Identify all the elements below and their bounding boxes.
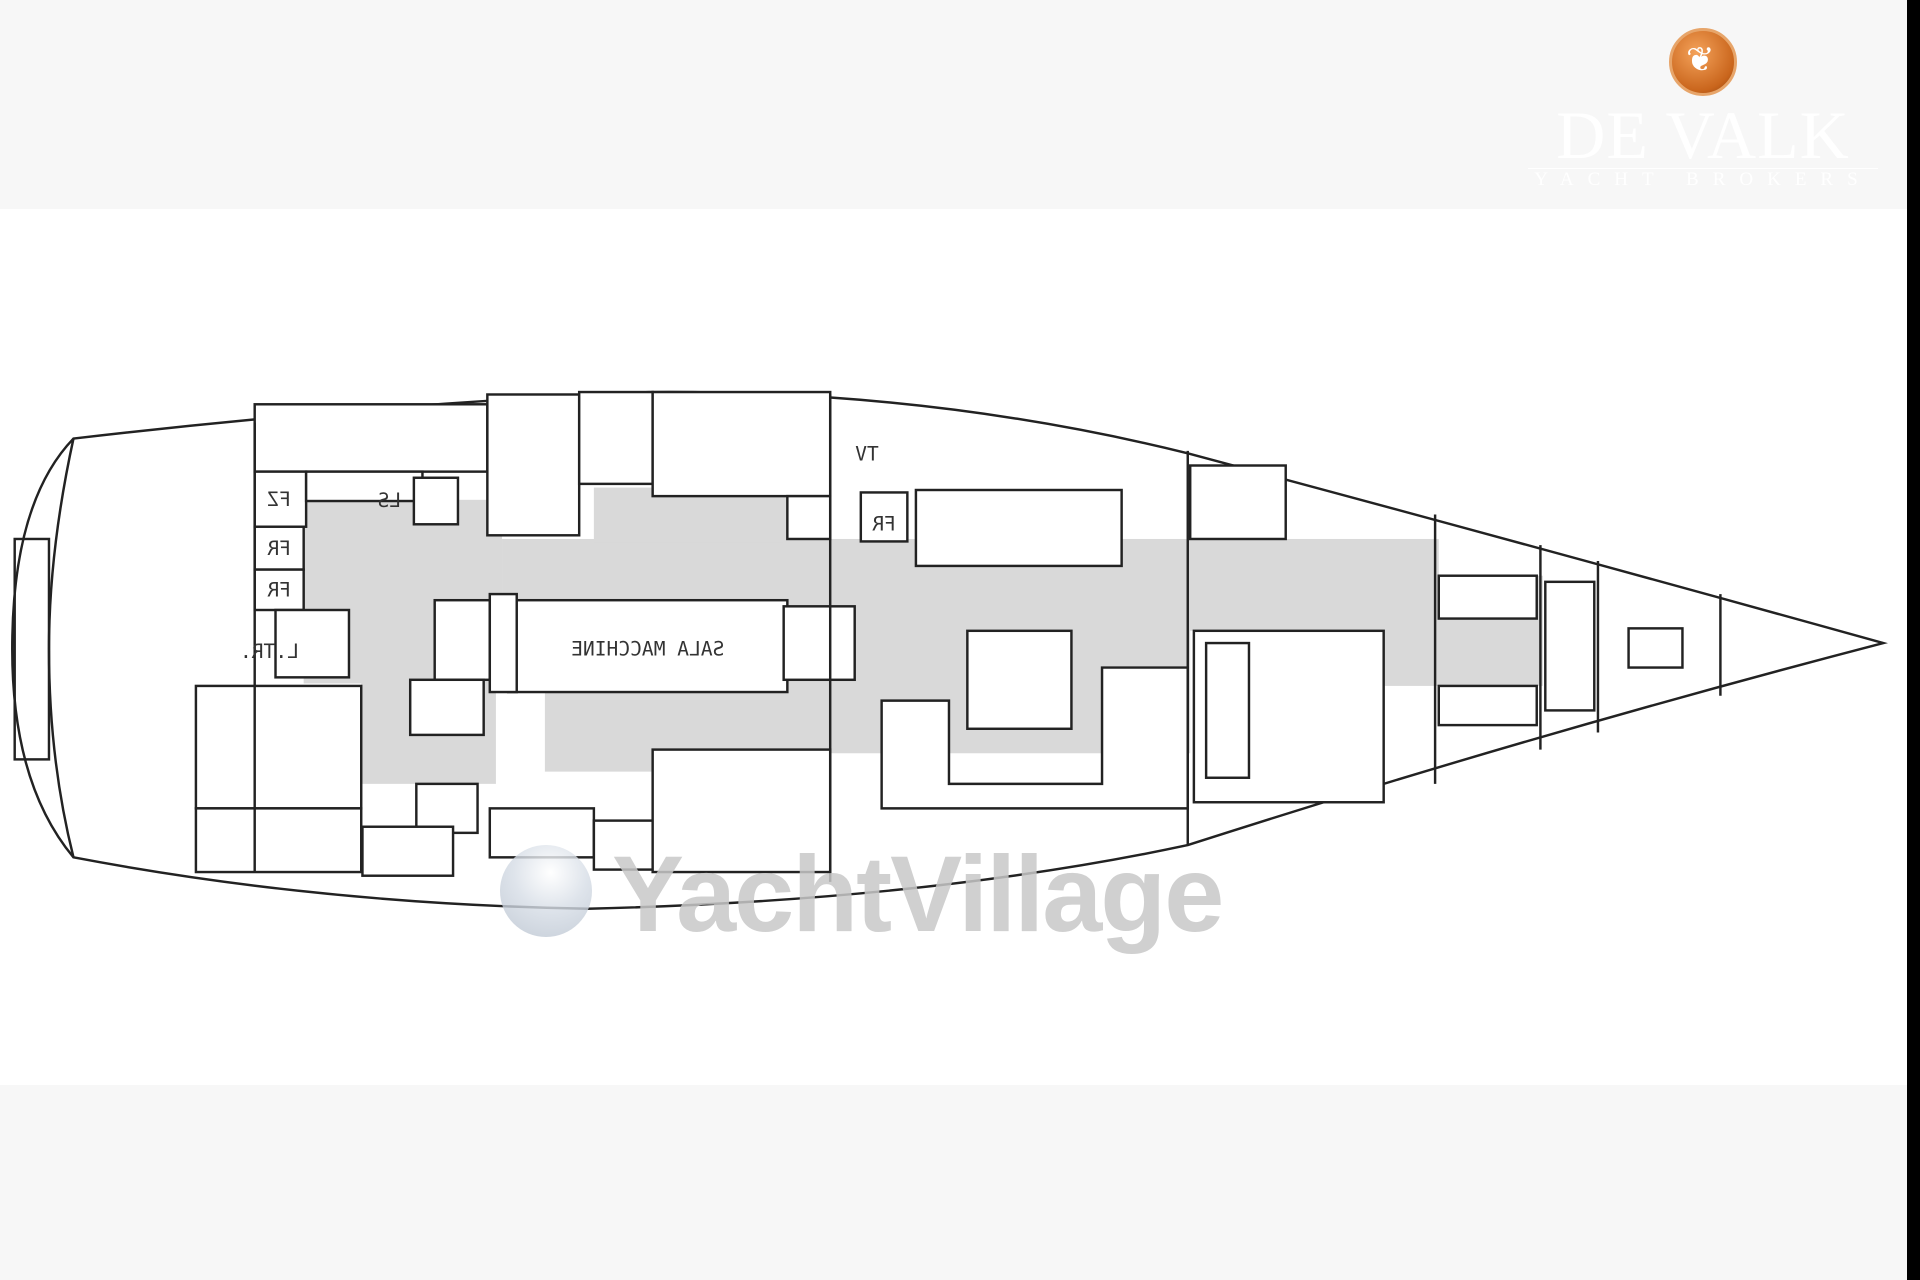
plan-labels: SALA MACCHINE TV FR FR FR LS FZ L.TR.: [240, 443, 896, 663]
top-band: [0, 0, 1907, 209]
fridge-label: FR: [872, 512, 896, 535]
fz-label: FZ: [267, 488, 291, 511]
fridge-label: FR: [267, 579, 291, 602]
fridge-label: FR: [267, 537, 291, 560]
logo-tagline: YACHT BROKERS: [1528, 168, 1878, 191]
falcon-logo-icon: ❦: [1669, 28, 1737, 96]
globe-icon: [500, 845, 592, 937]
ltr-label: L.TR.: [240, 640, 299, 663]
engine-room-label: SALA MACCHINE: [571, 637, 724, 660]
bottom-band: [0, 1085, 1907, 1280]
bulkheads: [253, 394, 1722, 882]
furniture: [194, 390, 1684, 877]
edge-strip: [1907, 0, 1920, 1280]
tv-label: TV: [855, 443, 879, 466]
ls-label: LS: [378, 489, 402, 512]
de-valk-logo: ❦ DE VALK YACHT BROKERS: [1518, 28, 1888, 208]
logo-brand: DE VALK: [1556, 97, 1850, 173]
watermark-text: YachtVillage: [612, 833, 1224, 954]
